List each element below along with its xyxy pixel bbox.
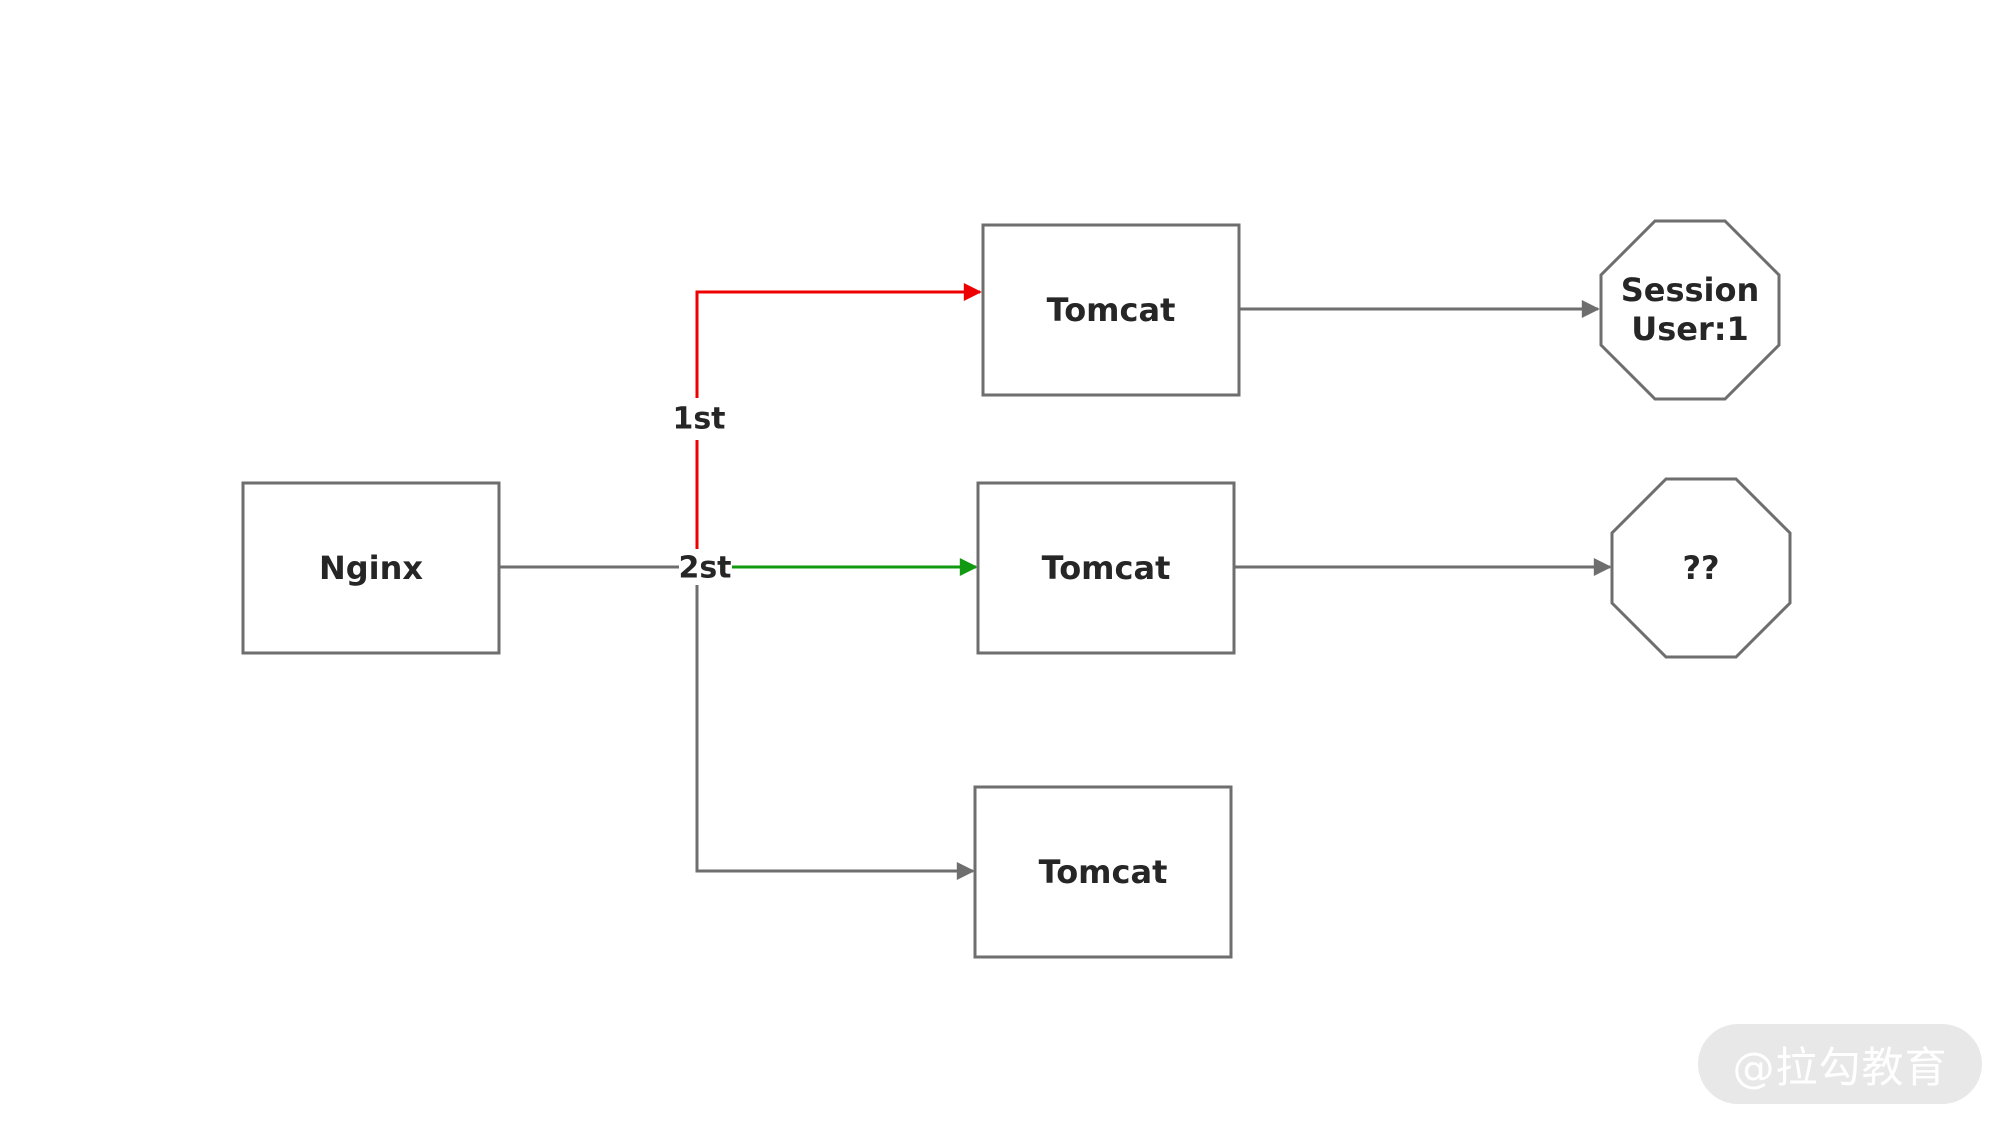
tomcat-mid-node: Tomcat [976,481,1236,655]
nginx-label: Nginx [319,549,423,587]
nginx-node: Nginx [241,481,501,655]
session-top-label-line2: User:1 [1631,310,1749,348]
session-mid-label: ?? [1682,549,1719,587]
watermark: @拉勾教育 [1698,1024,1982,1104]
tomcat-top-label: Tomcat [1047,291,1176,329]
tomcat-bottom-node: Tomcat [973,785,1233,959]
tomcat-mid-label: Tomcat [1042,549,1171,587]
edge-label-1st: 1st [672,402,725,437]
tomcat-bottom-label: Tomcat [1039,853,1168,891]
edge-split-to-tomcat-bottom [695,580,975,880]
edge-first-request [695,283,982,556]
edge-label-2st: 2st [678,551,731,586]
session-top-label-line1: Session [1621,271,1760,309]
session-top-node: Session User:1 [1599,219,1781,401]
watermark-text: @拉勾教育 [1732,1042,1948,1092]
session-mid-node: ?? [1610,477,1792,659]
tomcat-top-node: Tomcat [981,223,1241,397]
